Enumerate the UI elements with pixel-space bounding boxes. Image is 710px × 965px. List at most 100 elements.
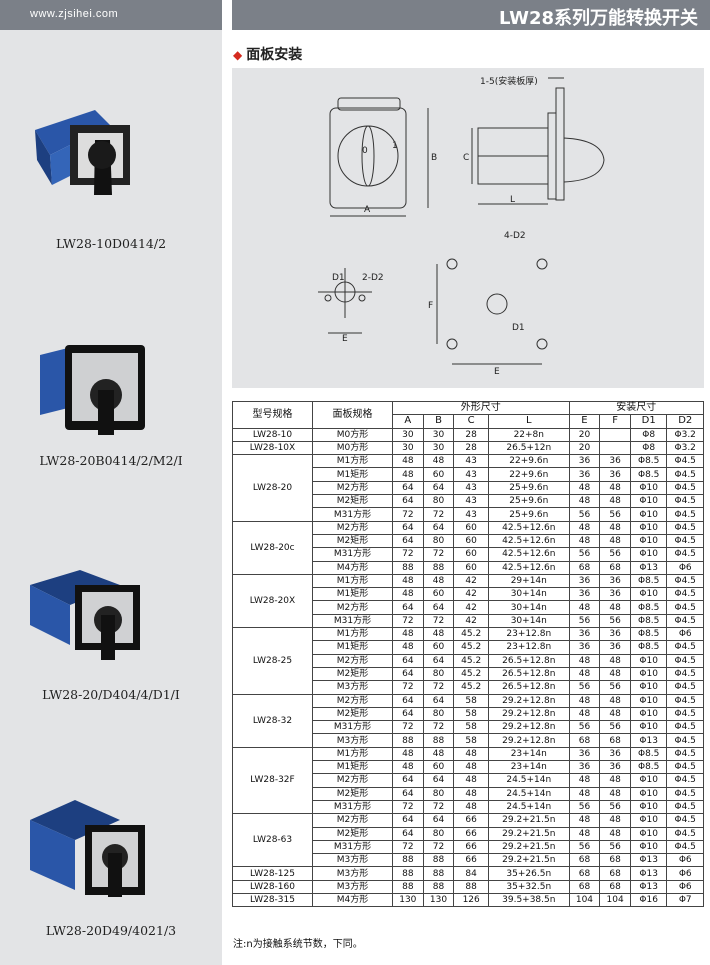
table-cell: 30+14n	[487, 587, 570, 602]
table-cell: 36	[599, 467, 631, 482]
table-cell: Φ4.5	[666, 786, 704, 801]
table-cell: 104	[568, 892, 601, 908]
table-cell: 60	[453, 560, 489, 575]
table-cell: 26.5+12.8n	[487, 666, 570, 682]
table-cell: M3方形	[312, 680, 393, 695]
table-cell: 48	[599, 666, 631, 682]
table-cell: Φ8.5	[629, 613, 668, 629]
table-cell: 72	[422, 720, 455, 735]
table-cell: 22+9.6n	[487, 467, 570, 482]
table-cell: Φ10	[629, 547, 668, 562]
table-cell: 48	[568, 480, 601, 496]
table-cell: 60	[453, 547, 489, 562]
table-cell: Φ4.5	[666, 640, 704, 655]
table-cell: 56	[568, 680, 601, 695]
table-cell: 48	[453, 786, 489, 801]
product-photo-3	[30, 570, 140, 660]
table-cell: M2方形	[312, 693, 393, 708]
table-cell: Φ13	[629, 560, 668, 575]
table-cell: Φ4.5	[666, 494, 704, 509]
table-cell: M31方形	[312, 720, 393, 735]
table-cell: Φ8.5	[629, 627, 668, 642]
col-model: 型号规格	[232, 401, 313, 429]
table-cell: Φ8.5	[629, 467, 668, 482]
table-cell: M2方形	[312, 600, 393, 615]
table-cell: 72	[392, 547, 424, 562]
table-cell: 29.2+12.8n	[487, 733, 570, 748]
table-cell: 56	[568, 720, 601, 735]
table-cell: 48	[453, 746, 489, 762]
table-cell: 30+14n	[487, 600, 570, 615]
model-cell: LW28-160	[232, 879, 313, 894]
table-cell: 39.5+38.5n	[487, 892, 570, 908]
table-cell: M2方形	[312, 653, 393, 668]
table-cell: 68	[599, 879, 631, 894]
table-cell: 30	[392, 440, 424, 456]
table-cell: 64	[392, 480, 424, 496]
table-cell: M4方形	[312, 892, 393, 908]
table-cell: 64	[422, 813, 455, 828]
table-cell: Φ6	[666, 627, 704, 642]
table-cell: Φ10	[629, 587, 668, 602]
table-cell: Φ10	[629, 786, 668, 801]
table-cell: 48	[392, 640, 424, 655]
table-cell: 72	[422, 613, 455, 629]
product-photo-2	[40, 345, 145, 435]
table-cell: 88	[422, 853, 455, 868]
table-cell: 64	[422, 520, 455, 535]
table-cell: 48	[422, 573, 455, 589]
table-cell: 68	[568, 560, 601, 575]
model-cell: LW28-25	[232, 627, 313, 695]
table-cell: 28	[453, 427, 489, 442]
table-cell: 36	[568, 454, 601, 469]
table-cell: M2方形	[312, 480, 393, 496]
table-cell: Φ10	[629, 693, 668, 708]
table-cell: 68	[568, 866, 601, 881]
table-cell: 60	[453, 520, 489, 535]
table-cell: M31方形	[312, 547, 393, 562]
table-cell: 35+26.5n	[487, 866, 570, 881]
table-cell: 48	[599, 533, 631, 549]
table-cell: 56	[599, 839, 631, 855]
model-cell: LW28-20X	[232, 573, 313, 629]
table-cell: 48	[599, 826, 631, 841]
table-cell: 43	[453, 454, 489, 469]
table-cell: 25+9.6n	[487, 494, 570, 509]
table-cell: Φ10	[629, 494, 668, 509]
table-cell: 48	[392, 454, 424, 469]
table-cell: M2矩形	[312, 706, 393, 722]
table-cell: 36	[599, 573, 631, 589]
table-cell: 48	[599, 653, 631, 668]
table-cell: 43	[453, 507, 489, 522]
table-cell: 25+9.6n	[487, 480, 570, 496]
table-cell: 24.5+14n	[487, 773, 570, 788]
table-cell: 26.5+12n	[487, 440, 570, 456]
table-cell: 30	[422, 427, 455, 442]
table-cell: 68	[599, 866, 631, 881]
table-cell: 24.5+14n	[487, 786, 570, 801]
table-cell: Φ8	[629, 427, 668, 442]
product-photo-4	[30, 800, 145, 897]
model-cell: LW28-32	[232, 693, 313, 748]
table-cell: 58	[453, 693, 489, 708]
table-cell: 36	[599, 627, 631, 642]
table-cell: 43	[453, 467, 489, 482]
model-cell: LW28-125	[232, 866, 313, 881]
table-cell: 36	[599, 746, 631, 762]
label-D1-left: D1	[332, 273, 345, 283]
table-cell: 88	[422, 866, 455, 881]
table-cell: 80	[422, 706, 455, 722]
table-cell: 45.2	[453, 627, 489, 642]
table-cell: 88	[422, 560, 455, 575]
table-cell: 64	[392, 666, 424, 682]
table-cell: Φ10	[629, 480, 668, 496]
table-cell: 64	[392, 813, 424, 828]
table-cell: Φ7	[666, 892, 704, 908]
table-cell: 72	[392, 680, 424, 695]
table-cell: 64	[392, 773, 424, 788]
